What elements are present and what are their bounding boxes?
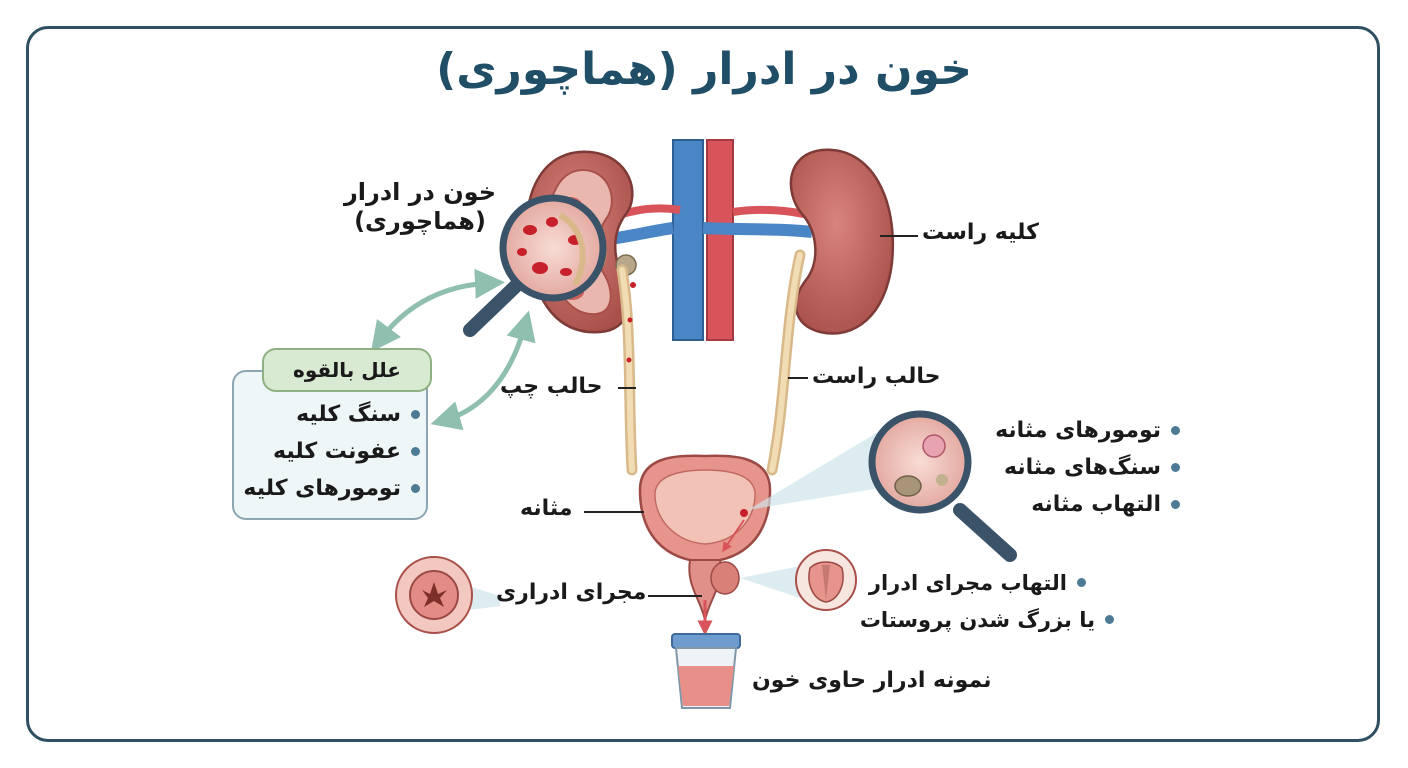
list-item: التهاب مجرای ادرار (864, 564, 1114, 601)
urethra-label: مجرای ادراری (496, 580, 647, 605)
list-item: تومورهای کلیه (243, 470, 420, 507)
urethra-causes-list: التهاب مجرای ادرار یا بزرگ شدن پروستات (860, 564, 1114, 638)
list-item: سنگ‌های مثانه (990, 449, 1180, 486)
right-kidney-label: کلیه راست (922, 220, 1039, 245)
prostate-inset (795, 549, 857, 611)
bladder (638, 454, 772, 564)
urine-sample-cup (671, 633, 741, 709)
list-item: سنگ کلیه (244, 396, 420, 433)
hematuria-label-line2: (هماچوری) (354, 206, 486, 235)
urethra-cross-section (395, 556, 473, 634)
bullet-icon (1171, 500, 1180, 509)
potential-causes-box (232, 370, 428, 520)
bullet-icon (1105, 615, 1114, 624)
list-item: تومورهای مثانه (990, 412, 1180, 449)
potential-causes-header: علل بالقوه (262, 348, 432, 392)
aorta (706, 139, 734, 341)
hematuria-label-line1: خون در ادرار (343, 178, 497, 206)
urine-sample-label: نمونه ادرار حاوی خون (752, 668, 992, 693)
bladder-magnifier (868, 410, 1017, 562)
bullet-icon (411, 447, 420, 456)
left-ureter-label: حالب چپ (500, 374, 603, 399)
bullet-icon (1077, 578, 1086, 587)
right-kidney (789, 148, 895, 335)
list-item: التهاب مثانه (990, 486, 1180, 523)
bullet-icon (1171, 463, 1180, 472)
list-item: عفونت کلیه (244, 433, 420, 470)
list-item: یا بزرگ شدن پروستات (860, 601, 1114, 638)
page-title: خون در ادرار (هماچوری) (436, 44, 972, 95)
bullet-icon (1171, 426, 1180, 435)
bullet-icon (411, 410, 420, 419)
hematuria-label: خون در ادرار (هماچوری) (340, 178, 500, 236)
bladder-label: مثانه (520, 496, 573, 521)
bullet-icon (411, 484, 420, 493)
kidney-causes-list: سنگ کلیه عفونت کلیه تومورهای کلیه (243, 396, 420, 507)
vena-cava (672, 139, 704, 341)
right-ureter-label: حالب راست (812, 364, 941, 389)
bladder-causes-list: تومورهای مثانه سنگ‌های مثانه التهاب مثان… (990, 412, 1180, 523)
